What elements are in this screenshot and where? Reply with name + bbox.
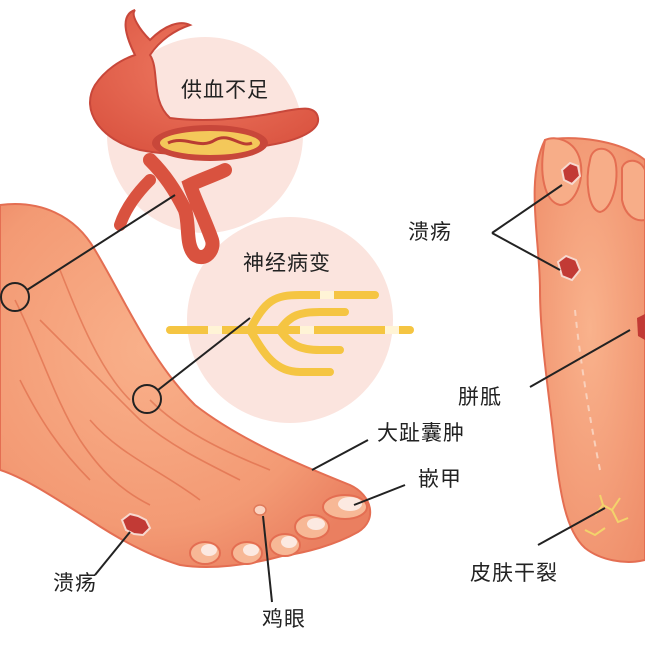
pointer-circle-ankle [0, 282, 30, 312]
label-callus: 胼胝 [458, 385, 502, 409]
label-blood-supply: 供血不足 [181, 78, 269, 102]
label-bunion: 大趾囊肿 [377, 421, 465, 445]
nerve-icon [166, 291, 414, 376]
label-ingrown-nail: 嵌甲 [418, 467, 462, 491]
label-ulcer-left: 溃疡 [53, 571, 97, 595]
label-cracked-skin: 皮肤干裂 [470, 561, 558, 585]
pointer-circle-instep [132, 384, 162, 414]
label-neuropathy: 神经病变 [243, 251, 331, 275]
blood-vessel-icon [89, 9, 320, 264]
label-corn: 鸡眼 [262, 607, 306, 631]
sole-foot [533, 137, 645, 563]
leader-lines [26, 184, 631, 603]
side-foot [0, 203, 372, 568]
label-ulcer-right: 溃疡 [408, 220, 452, 244]
